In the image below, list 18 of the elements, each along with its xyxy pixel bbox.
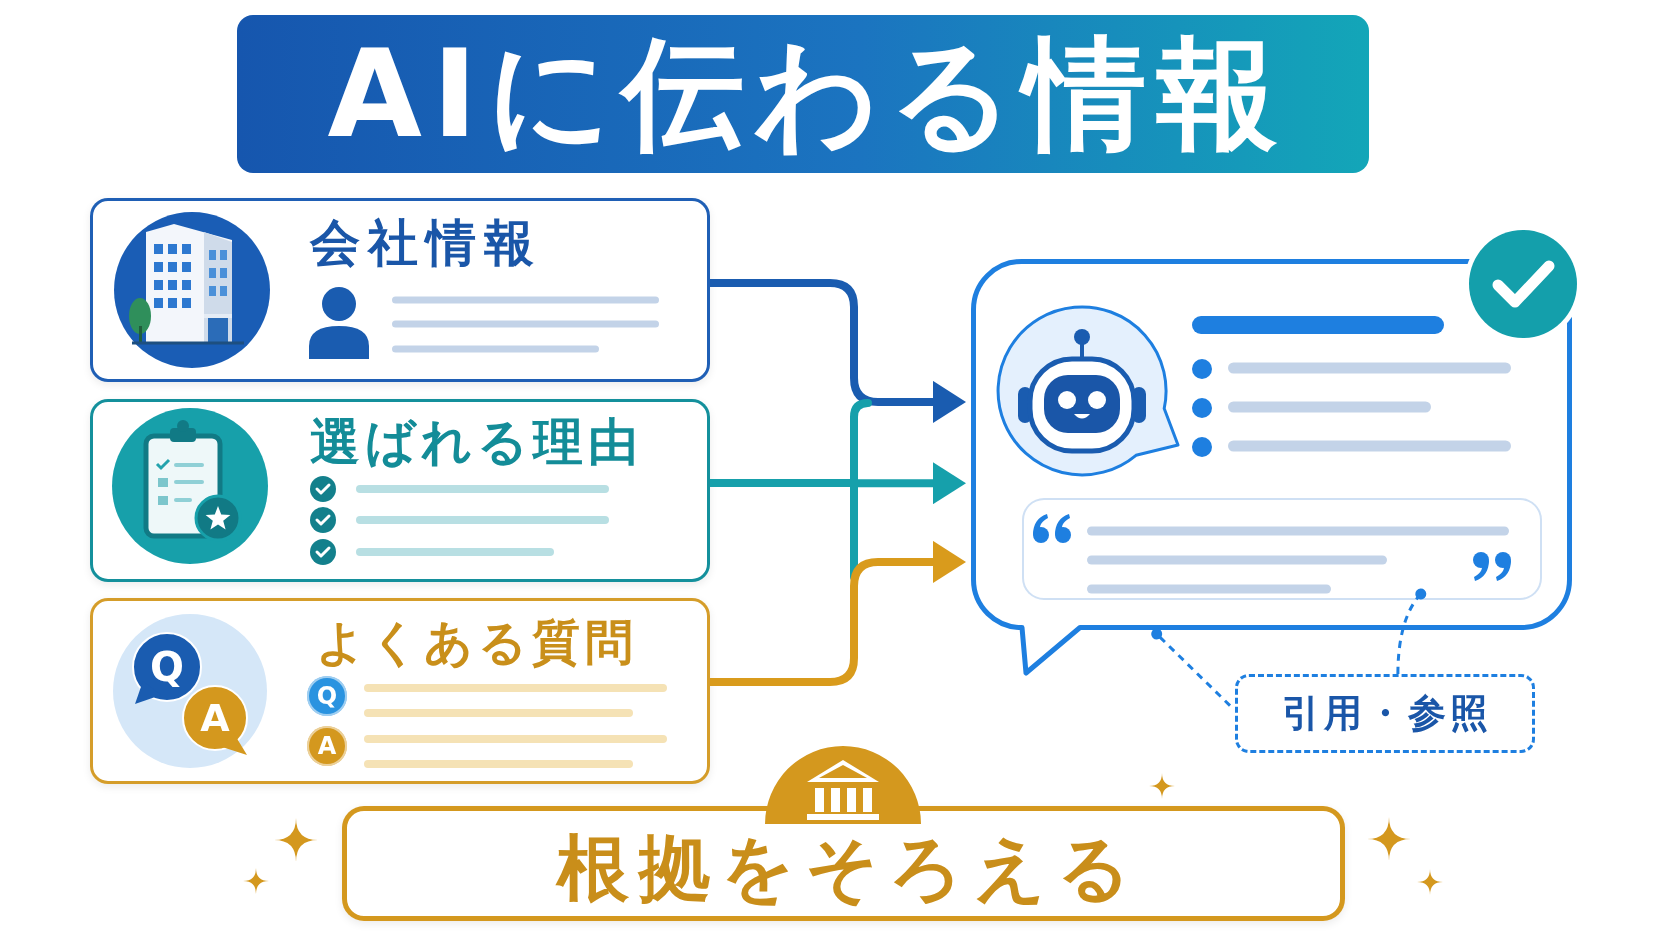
- speech-bubble: [971, 259, 1572, 678]
- title-banner: AIに伝わる情報: [237, 15, 1369, 173]
- arrow: [710, 279, 966, 423]
- info-panel: [90, 598, 710, 784]
- arrow: [710, 399, 966, 581]
- leader-line: [1396, 588, 1427, 675]
- letter-badge: Q: [307, 676, 347, 716]
- quote-box: [1022, 498, 1542, 600]
- leader-line: [1151, 628, 1232, 707]
- letter-badge: A: [307, 726, 347, 766]
- reference-tag: 引用・参照: [1235, 674, 1535, 753]
- arrow: [710, 540, 966, 687]
- banner: 根拠をそろえる: [342, 806, 1345, 921]
- panel-heading: よくある質問: [316, 613, 639, 671]
- panel-heading: 会社情報: [310, 214, 543, 272]
- info-panel: [90, 399, 710, 582]
- panel-heading: 選ばれる理由: [310, 413, 644, 471]
- info-panel: [90, 198, 710, 382]
